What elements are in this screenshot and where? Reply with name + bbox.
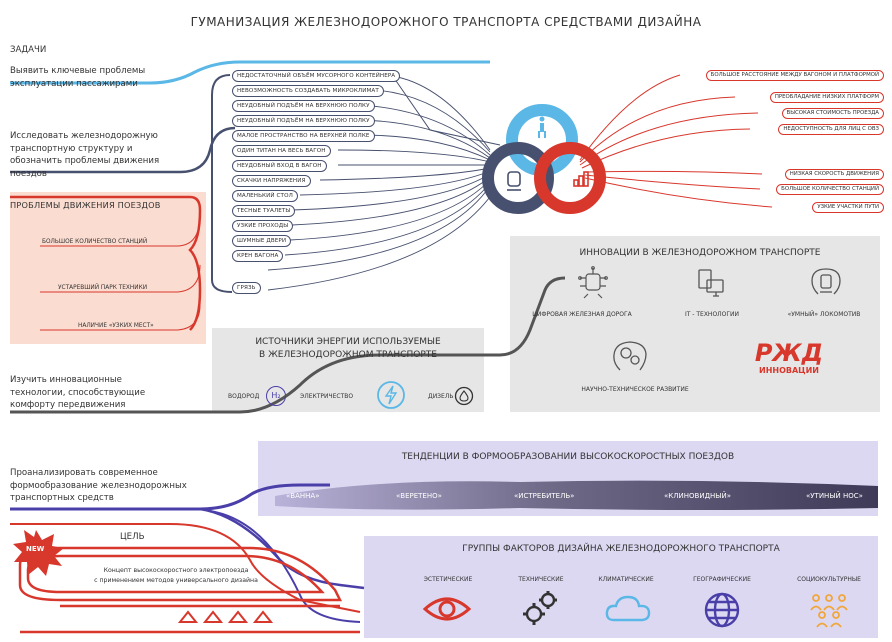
digital-railway-icon bbox=[578, 266, 608, 299]
train-problems-panel bbox=[10, 192, 206, 344]
problem-item: ШУМНЫЕ ДВЕРИ bbox=[232, 235, 292, 247]
innovations-heading: ИННОВАЦИИ В ЖЕЛЕЗНОДОРОЖНОМ ТРАНСПОРТЕ bbox=[579, 248, 821, 258]
computer-icon bbox=[698, 269, 724, 297]
task-4: Проанализировать современное формообразо… bbox=[10, 468, 187, 503]
innovations-panel bbox=[510, 236, 880, 412]
innovation-item: НАУЧНО-ТЕХНИЧЕСКОЕ РАЗВИТИЕ bbox=[581, 386, 689, 393]
energy-heading-line1: ИСТОЧНИКИ ЭНЕРГИИ ИСПОЛЬЗУЕМЫЕ bbox=[255, 337, 441, 347]
rzd-logo: РЖД ИННОВАЦИИ bbox=[752, 340, 826, 375]
problem-item: СКАЧКИ НАПРЯЖЕНИЯ bbox=[232, 175, 311, 187]
infra-problem-item: НИЗКАЯ СКОРОСТЬ ДВИЖЕНИЯ bbox=[784, 169, 884, 180]
problem-item: НЕДОСТАТОЧНЫЙ ОБЪЁМ МУСОРНОГО КОНТЕЙНЕРА bbox=[232, 70, 401, 82]
smart-locomotive-icon bbox=[811, 268, 841, 295]
page-title: ГУМАНИЗАЦИЯ ЖЕЛЕЗНОДОРОЖНОГО ТРАНСПОРТА … bbox=[190, 15, 702, 29]
problem-item: НЕУДОБНЫЙ ВХОД В ВАГОН bbox=[232, 160, 327, 172]
energy-diesel-label: ДИЗЕЛЬ bbox=[428, 393, 454, 400]
lightning-icon bbox=[377, 381, 405, 409]
energy-hydrogen-label: ВОДОРОД bbox=[228, 393, 260, 400]
gears-icon bbox=[523, 591, 557, 625]
goal-heading: ЦЕЛЬ bbox=[120, 532, 145, 542]
problem-item: КРЕН ВАГОНА bbox=[232, 250, 284, 262]
problem-item: ТЕСНЫЕ ТУАЛЕТЫ bbox=[232, 205, 296, 217]
train-problems-heading: ПРОБЛЕМЫ ДВИЖЕНИЯ ПОЕЗДОВ bbox=[10, 200, 161, 210]
train-problem-item: УСТАРЕВШИЙ ПАРК ТЕХНИКИ bbox=[58, 285, 148, 291]
train-problem-item: БОЛЬШОЕ КОЛИЧЕСТВО СТАНЦИЙ bbox=[42, 239, 148, 245]
energy-panel bbox=[212, 328, 484, 412]
innovation-item: IT - ТЕХНОЛОГИИ bbox=[684, 311, 740, 318]
trend-item: «КЛИНОВИДНЫЙ» bbox=[664, 492, 731, 500]
infra-problem-item: ПРЕОБЛАДАНИЕ НИЗКИХ ПЛАТФОРМ bbox=[769, 92, 884, 103]
problem-item: ОДИН ТИТАН НА ВЕСЬ ВАГОН bbox=[232, 145, 331, 157]
factor-item: ТЕХНИЧЕСКИЕ bbox=[518, 576, 564, 583]
problem-item: НЕВОЗМОЖНОСТЬ СОЗДАВАТЬ МИКРОКЛИМАТ bbox=[232, 85, 384, 97]
infra-problem-item: БОЛЬШОЕ КОЛИЧЕСТВО СТАНЦИЙ bbox=[776, 184, 884, 195]
factors-heading: ГРУППЫ ФАКТОРОВ ДИЗАЙНА ЖЕЛЕЗНОДОРОЖНОГО… bbox=[462, 544, 780, 554]
people-icon bbox=[810, 594, 848, 628]
train-problem-item: НАЛИЧИЕ «УЗКИХ МЕСТ» bbox=[78, 323, 154, 329]
problem-item: ГРЯЗЬ bbox=[232, 282, 261, 294]
trend-item: «ВАННА» bbox=[286, 492, 320, 500]
energy-heading: ИСТОЧНИКИ ЭНЕРГИИ ИСПОЛЬЗУЕМЫЕ В ЖЕЛЕЗНО… bbox=[212, 336, 484, 362]
trend-item: «ВЕРЕТЕНО» bbox=[396, 492, 442, 500]
problem-item: НЕУДОБНЫЙ ПОДЪЁМ НА ВЕРХНЮЮ ПОЛКУ bbox=[232, 100, 375, 112]
problem-item: НЕУДОБНЫЙ ПОДЪЁМ НА ВЕРХНЮЮ ПОЛКУ bbox=[232, 115, 375, 127]
problem-item: МАЛОЕ ПРОСТРАНСТВО НА ВЕРХНЕЙ ПОЛКЕ bbox=[232, 130, 375, 142]
trend-item: «ИСТРЕБИТЕЛЬ» bbox=[514, 492, 575, 500]
globe-icon bbox=[704, 592, 740, 628]
task-2: Исследовать железнодорожную транспортную… bbox=[10, 131, 160, 179]
goal-line-1: Концепт высокоскоростного электропоезда bbox=[103, 567, 249, 574]
factor-item: ЭСТЕТИЧЕСКИЕ bbox=[423, 576, 473, 583]
eye-icon bbox=[422, 597, 472, 621]
new-badge: NEW bbox=[26, 545, 45, 553]
trend-item: «УТИНЫЙ НОС» bbox=[806, 492, 863, 500]
problem-item: МАЛЕНЬКИЙ СТОЛ bbox=[232, 190, 298, 202]
hydrogen-icon: H₂ bbox=[266, 386, 286, 406]
tasks-heading: ЗАДАЧИ bbox=[10, 45, 47, 55]
goal-line-2: с применением методов универсального диз… bbox=[94, 577, 258, 584]
energy-heading-line2: В ЖЕЛЕЗНОДОРОЖНОМ ТРАНСПОРТЕ bbox=[259, 350, 437, 360]
task-3: Изучить инновационные технологии, способ… bbox=[10, 375, 146, 410]
drop-icon bbox=[454, 386, 474, 406]
factor-item: СОЦИОКУЛЬТУРНЫЕ bbox=[797, 576, 861, 583]
science-icon bbox=[613, 341, 647, 371]
innovation-item: «УМНЫЙ» ЛОКОМОТИВ bbox=[787, 311, 861, 318]
trends-heading: ТЕНДЕНЦИИ В ФОРМООБРАЗОВАНИИ ВЫСОКОСКОРО… bbox=[401, 452, 735, 462]
cloud-icon bbox=[605, 595, 651, 622]
energy-electricity-label: ЭЛЕКТРИЧЕСТВО bbox=[300, 393, 354, 400]
innovation-item: ЦИФРОВАЯ ЖЕЛЕЗНАЯ ДОРОГА bbox=[532, 311, 632, 318]
rzd-logo-text: РЖД bbox=[754, 339, 824, 367]
infra-problem-item: НЕДОСТУПНОСТЬ ДЛЯ ЛИЦ С ОВЗ bbox=[778, 124, 884, 135]
factor-item: ГЕОГРАФИЧЕСКИЕ bbox=[693, 576, 751, 583]
goal-text: Концепт высокоскоростного электропоезда … bbox=[66, 566, 286, 586]
task-1: Выявить ключевые проблемы эксплуатации п… bbox=[10, 66, 146, 89]
infra-problem-item: ВЫСОКАЯ СТОИМОСТЬ ПРОЕЗДА bbox=[781, 108, 884, 119]
infra-problem-item: УЗКИЕ УЧАСТКИ ПУТИ bbox=[812, 202, 884, 213]
rzd-logo-sub: ИННОВАЦИИ bbox=[759, 366, 819, 375]
infra-problem-item: БОЛЬШОЕ РАССТОЯНИЕ МЕЖДУ ВАГОНОМ И ПЛАТФ… bbox=[705, 70, 884, 81]
factor-item: КЛИМАТИЧЕСКИЕ bbox=[598, 576, 654, 583]
problem-item: УЗКИЕ ПРОХОДЫ bbox=[232, 220, 294, 232]
